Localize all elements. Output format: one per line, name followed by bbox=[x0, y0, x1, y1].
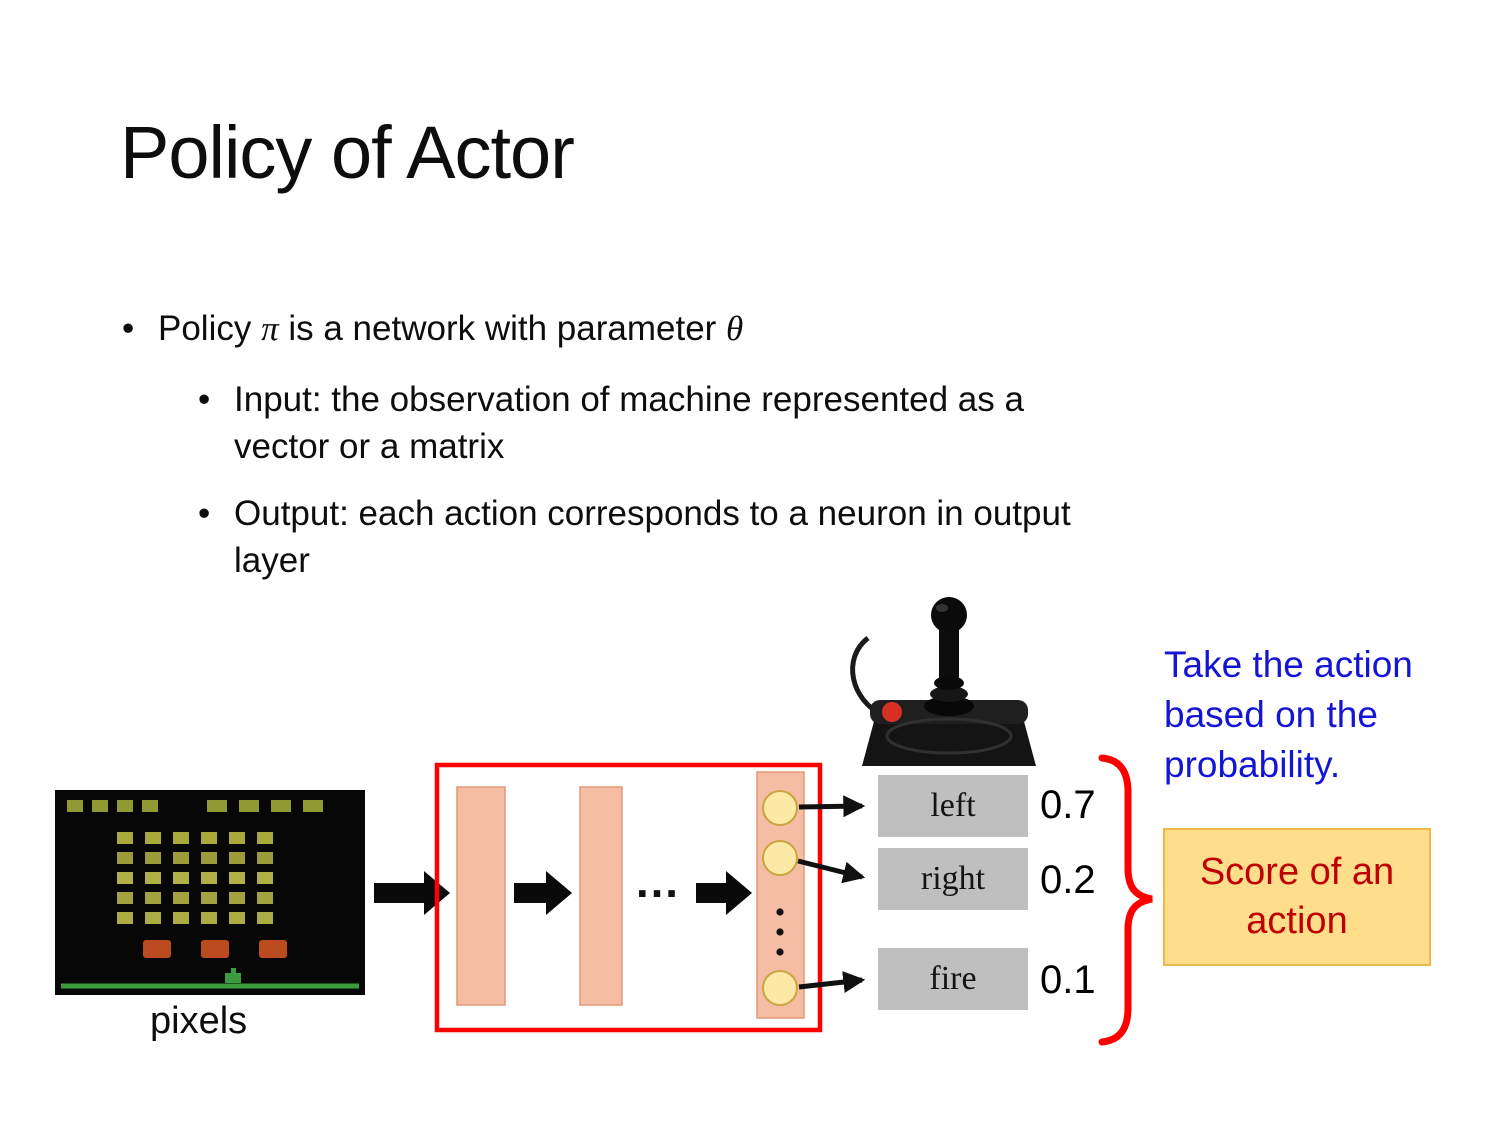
probability-brace bbox=[1098, 754, 1153, 1046]
probability-right: 0.2 bbox=[1040, 858, 1096, 902]
neuron-output-arrows bbox=[797, 795, 866, 993]
inter-layer-arrow-1 bbox=[514, 871, 572, 915]
bullet-policy: Policy π is a network with parameter θ bbox=[120, 306, 1380, 353]
bullet-policy-mid: is a network with parameter bbox=[278, 309, 727, 348]
pixels-label: pixels bbox=[150, 1000, 248, 1042]
probability-left: 0.7 bbox=[1040, 783, 1096, 827]
bullet-policy-pre: Policy bbox=[158, 309, 262, 348]
input-arrow bbox=[374, 871, 450, 915]
bullet-output: Output: each action corresponds to a neu… bbox=[198, 491, 1380, 585]
hidden-layers-ellipsis: … bbox=[634, 855, 680, 907]
inter-layer-arrow-2 bbox=[696, 871, 752, 915]
take-action-note: Take the action based on the probability… bbox=[1164, 644, 1413, 785]
hidden-layer-2 bbox=[579, 786, 623, 1006]
page-title: Policy of Actor bbox=[120, 111, 575, 194]
vertical-ellipsis bbox=[776, 908, 784, 956]
output-neurons bbox=[762, 790, 798, 1006]
pi-symbol: π bbox=[261, 309, 279, 348]
score-of-action-box: Score of an action bbox=[1163, 828, 1431, 966]
action-box-right: right bbox=[878, 848, 1028, 910]
probability-fire: 0.1 bbox=[1040, 958, 1096, 1002]
theta-symbol: θ bbox=[726, 309, 744, 348]
bullet-list: Policy π is a network with parameter θ I… bbox=[120, 306, 1380, 604]
game-screenshot-image bbox=[55, 790, 365, 995]
hidden-layer-1 bbox=[456, 786, 506, 1006]
bullet-input: Input: the observation of machine repres… bbox=[198, 377, 1380, 471]
network-box bbox=[434, 762, 823, 1033]
joystick-icon bbox=[850, 597, 1036, 766]
action-box-fire: fire bbox=[878, 948, 1028, 1010]
action-box-left: left bbox=[878, 775, 1028, 837]
